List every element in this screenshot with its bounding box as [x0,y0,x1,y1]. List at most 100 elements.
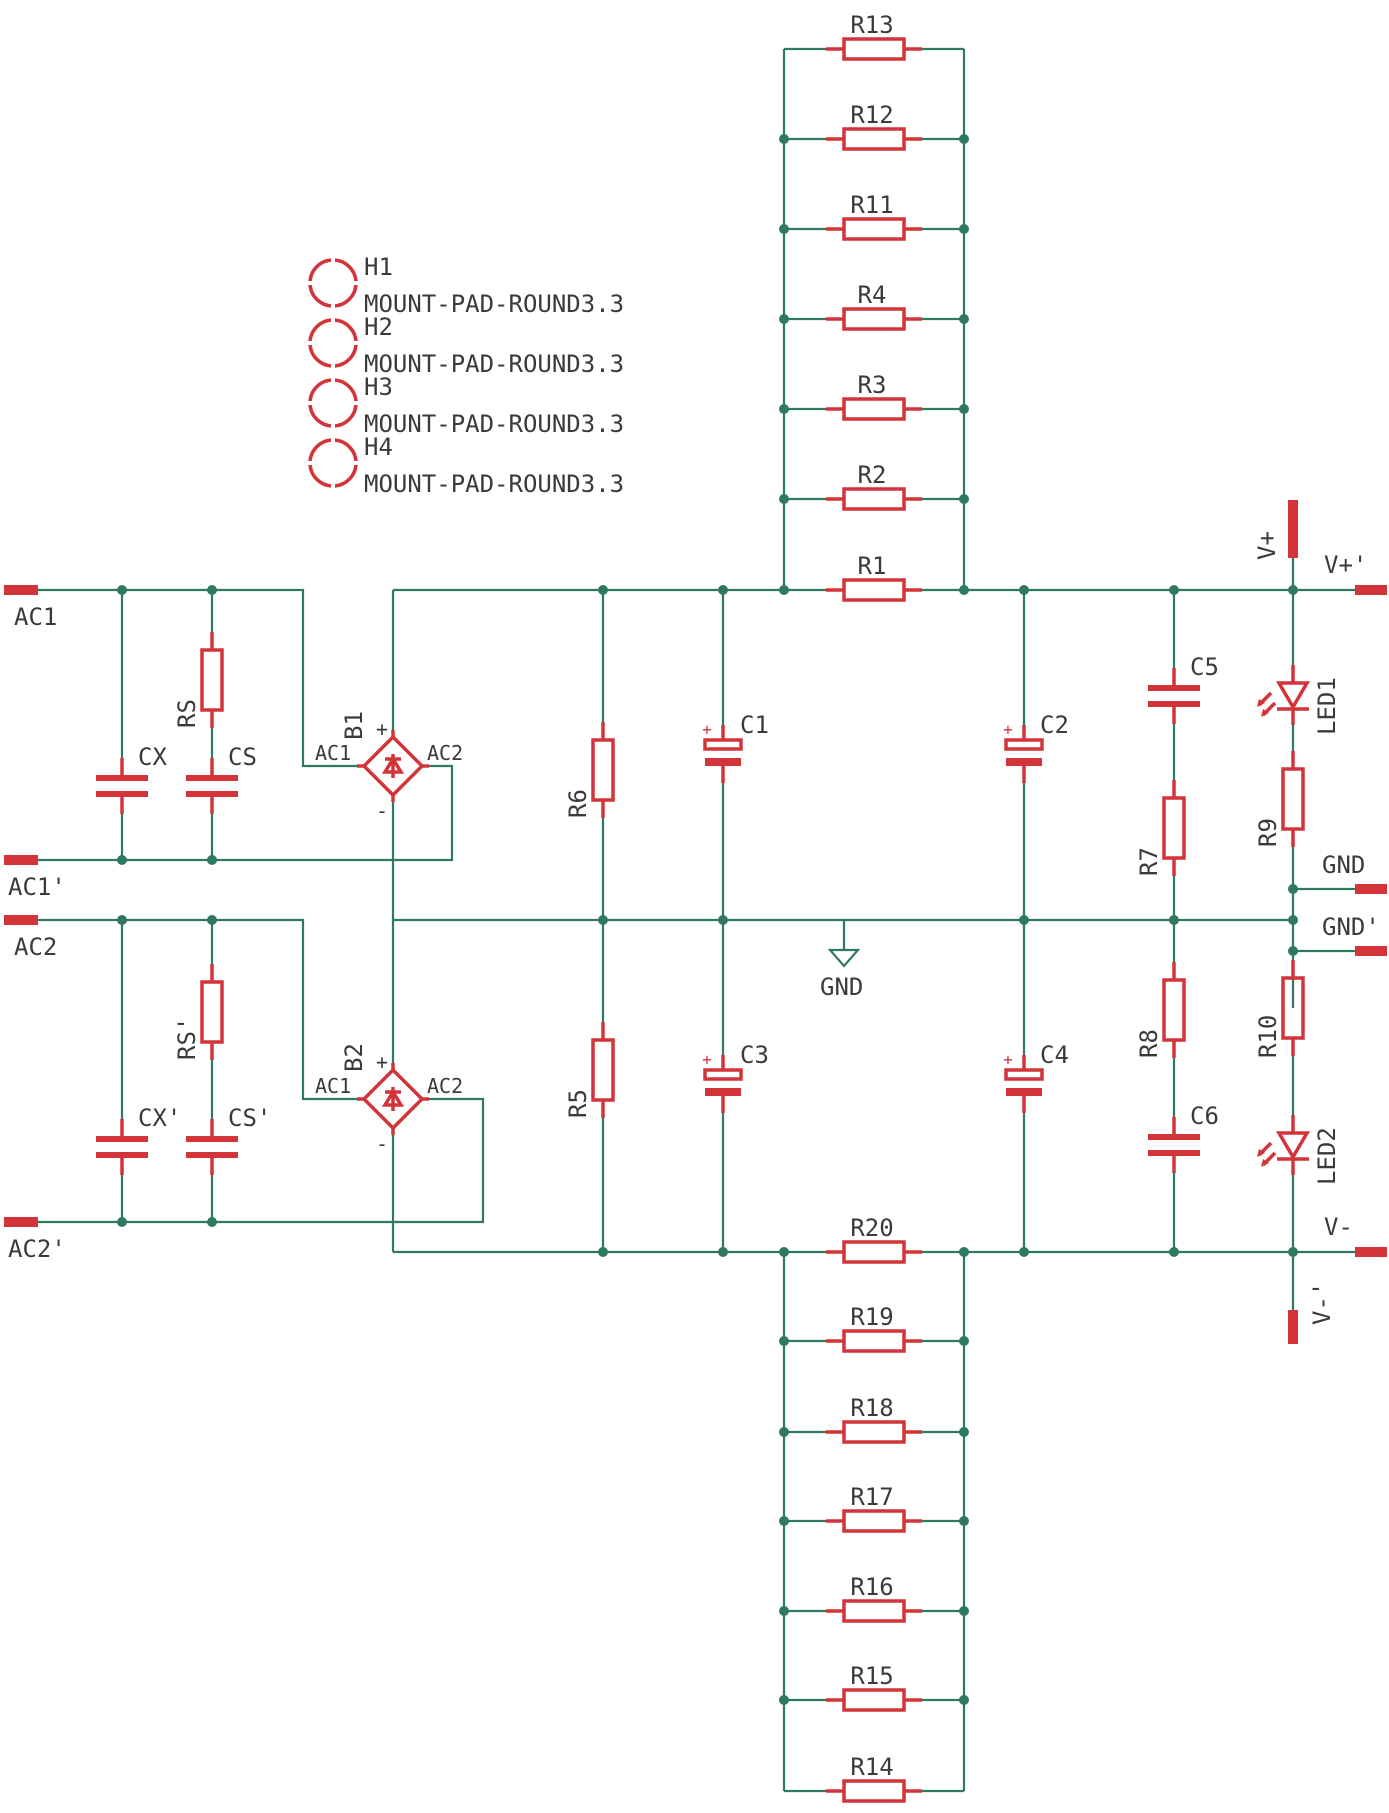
label-ac1-prime: AC1' [8,873,66,901]
junction-dot [779,404,789,414]
label-r7: R7 [1135,847,1163,876]
label-r6: R6 [564,789,592,818]
capacitor-cx [96,758,148,814]
junction-dot [1288,946,1298,956]
label-r16: R16 [850,1573,893,1601]
bridge-pin-plus: + [376,1050,388,1074]
resistor-r8 [1162,962,1186,1058]
resistor-r12 [826,127,922,151]
polarity-mark: + [702,720,712,739]
label-led1: LED1 [1313,677,1341,735]
mount-pad-h4 [301,431,365,495]
label-r4: R4 [858,281,887,309]
junction-dot [779,224,789,234]
label-r9: R9 [1254,818,1282,847]
label-h4: H4 [364,433,393,461]
junction-dot [1288,1247,1298,1257]
capacitor-c4: + [1003,1050,1044,1113]
bridge-pin-minus: - [376,1132,388,1156]
capacitor-cs-prime [186,1119,238,1175]
label-ac2-prime: AC2' [8,1235,66,1263]
label-vminus: V- [1324,1213,1353,1241]
junction-dot [779,1695,789,1705]
junction-dot [207,915,217,925]
connector-vplus [1288,500,1298,558]
polarity-mark: + [702,1050,712,1069]
connector-vminus-prime [1288,1310,1298,1344]
label-b2: B2 [340,1043,368,1072]
label-c4: C4 [1040,1041,1069,1069]
junction-dot [1169,915,1179,925]
junction-dot [718,585,728,595]
label-r5: R5 [564,1089,592,1118]
led-led2 [1257,1115,1311,1175]
junction-dot [959,134,969,144]
junction-dot [718,915,728,925]
junction-dot [1019,1247,1029,1257]
mount-pad-h3 [301,371,365,435]
capacitor-c5 [1148,668,1200,724]
label-r1: R1 [858,552,887,580]
label-vplus-prime: V+' [1324,551,1367,579]
label-cx-prime: CX' [138,1104,181,1132]
junction-dot [779,1336,789,1346]
junctions [117,134,1298,1705]
label-c3: C3 [740,1041,769,1069]
junction-dot [959,585,969,595]
bridge-pin-plus: + [376,717,388,741]
polarity-mark: + [1003,720,1013,739]
junction-dot [959,224,969,234]
resistor-r20 [826,1240,922,1264]
resistor-r2 [826,487,922,511]
resistor-r5 [591,1022,615,1118]
label-c6: C6 [1190,1102,1219,1130]
junction-dot [1288,915,1298,925]
wire-ac1-prime [38,764,454,862]
resistor-r19 [826,1329,922,1353]
label-c5: C5 [1190,653,1219,681]
label-r17: R17 [850,1483,893,1511]
junction-dot [207,1217,217,1227]
junction-dot [779,585,789,595]
connector-gnd-prime [1355,946,1387,956]
resistor-r3 [826,397,922,421]
junction-dot [959,1516,969,1526]
label-c1: C1 [740,711,769,739]
junction-dot [207,585,217,595]
junction-dot [1169,585,1179,595]
label-cs: CS [228,743,257,771]
capacitor-c6 [1148,1117,1200,1173]
label-r13: R13 [850,11,893,39]
label-h3: H3 [364,373,393,401]
junction-dot [779,1427,789,1437]
label-rs: RS [173,699,201,728]
label-r18: R18 [850,1394,893,1422]
label-vplus: V+ [1253,531,1281,560]
junction-dot [959,1606,969,1616]
junction-dot [779,494,789,504]
polarity-mark: + [1003,1050,1013,1069]
junction-dot [718,1247,728,1257]
label-gnd-prime: GND' [1322,913,1380,941]
text-labels: R13R12R11R4R3R2R1R20R19R18R17R16R15R14B1… [8,11,1380,1781]
label-r19: R19 [850,1303,893,1331]
bridge-pin-ac1: AC1 [315,1074,351,1098]
junction-dot [117,1217,127,1227]
resistor-r14 [826,1779,922,1803]
resistor-rs-prime [200,964,224,1060]
junction-dot [117,855,127,865]
components: + + + + [4,37,1387,1803]
connector-vplus-prime [1355,585,1387,595]
resistor-r10 [1281,960,1305,1056]
junction-dot [959,1695,969,1705]
label-r10: R10 [1254,1015,1282,1058]
label-c2: C2 [1040,711,1069,739]
label-ac2: AC2 [14,933,57,961]
resistor-r17 [826,1509,922,1533]
resistor-r18 [826,1420,922,1444]
bridge-pin-minus: - [376,799,388,823]
mount-pad-h1 [301,251,365,315]
mount-pad-h2 [301,311,365,375]
label-r12: R12 [850,101,893,129]
capacitor-c2: + [1003,720,1044,783]
